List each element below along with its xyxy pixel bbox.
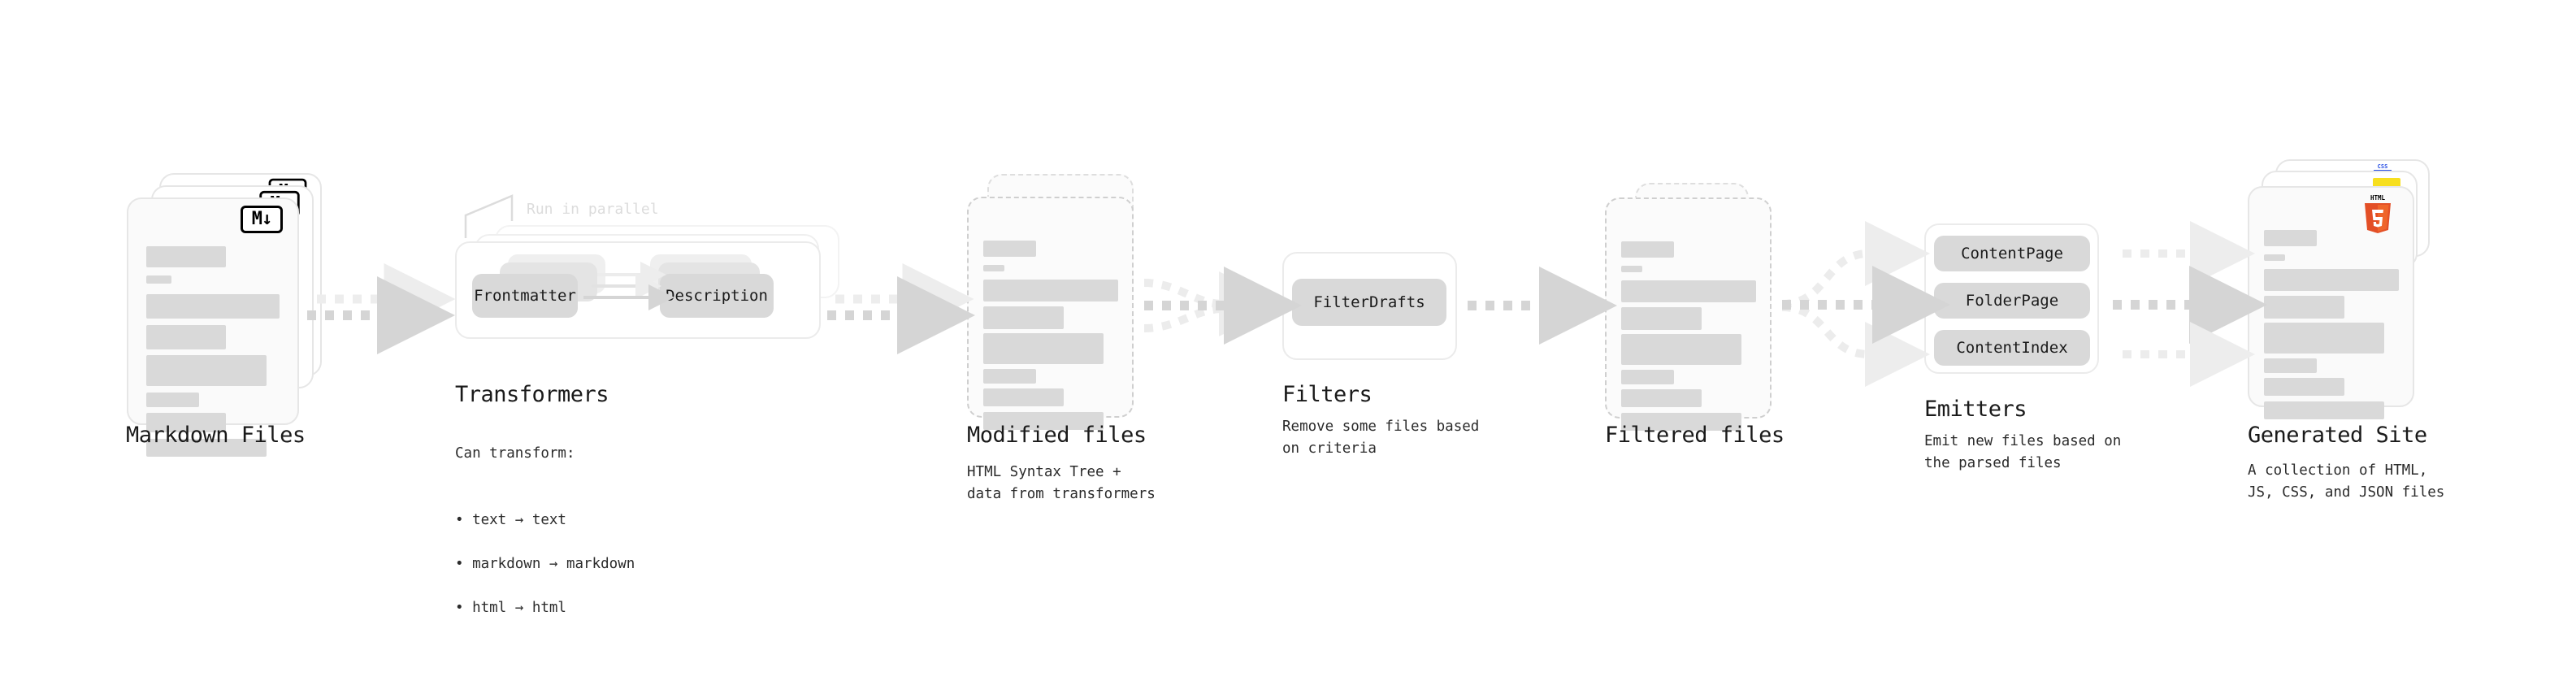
transformers-desc-item: markdown → markdown xyxy=(455,553,635,575)
placeholder-bar xyxy=(2264,358,2317,373)
transformers-desc-item: html → html xyxy=(455,597,635,619)
stage-title-generated-site: Generated Site xyxy=(2248,423,2427,448)
placeholder-bar xyxy=(2264,323,2384,354)
placeholder-bar xyxy=(983,388,1064,406)
placeholder-bar xyxy=(146,325,226,349)
transformer-chip-frontmatter[interactable]: Frontmatter xyxy=(472,274,578,318)
stage-title-filtered-files: Filtered files xyxy=(1605,423,1785,448)
placeholder-bar xyxy=(1621,370,1674,384)
placeholder-bar xyxy=(983,280,1118,301)
emitter-chip-contentindex[interactable]: ContentIndex xyxy=(1934,330,2090,366)
stage-title-filters: Filters xyxy=(1282,382,1373,407)
placeholder-bar xyxy=(146,439,267,457)
arrow-emitters-to-site xyxy=(2113,221,2267,387)
arrow-transformers-to-modified xyxy=(827,263,975,354)
svg-text:HTML: HTML xyxy=(2370,194,2386,202)
placeholder-bar xyxy=(1621,413,1741,431)
stage-title-emitters: Emitters xyxy=(1924,397,2027,422)
placeholder-bar xyxy=(146,393,199,407)
placeholder-bar xyxy=(983,369,1036,384)
placeholder-bar xyxy=(2264,401,2384,419)
placeholder-bar xyxy=(983,333,1104,364)
modified-file-front[interactable] xyxy=(967,197,1134,430)
placeholder-bar xyxy=(983,265,1004,271)
stage-title-transformers: Transformers xyxy=(455,382,609,407)
placeholder-bar xyxy=(983,306,1064,329)
svg-text:CSS: CSS xyxy=(2378,163,2388,170)
placeholder-bar xyxy=(983,412,1104,430)
placeholder-bar xyxy=(146,413,226,432)
placeholder-bar xyxy=(2264,296,2344,319)
placeholder-bar xyxy=(146,275,171,284)
filtered-file-front[interactable] xyxy=(1605,197,1772,431)
emitters-desc: Emit new files based on the parsed files xyxy=(1924,433,2122,472)
html5-badge: HTML xyxy=(2359,193,2396,236)
arrow-filtered-to-emitters xyxy=(1781,221,1950,387)
placeholder-bar xyxy=(2264,378,2344,396)
placeholder-bar xyxy=(146,246,226,267)
transformers-desc-heading: Can transform: xyxy=(455,445,575,462)
stage-title-markdown-files: Markdown Files xyxy=(126,423,306,448)
generated-site-desc: A collection of HTML, JS, CSS, and JSON … xyxy=(2248,462,2445,501)
stage-title-modified-files: Modified files xyxy=(967,423,1147,448)
emitter-chip-folderpage[interactable]: FolderPage xyxy=(1934,283,2090,319)
placeholder-bar xyxy=(2264,254,2285,261)
filters-desc: Remove some files based on criteria xyxy=(1282,419,1480,458)
modified-files-desc: HTML Syntax Tree + data from transformer… xyxy=(967,464,1156,503)
placeholder-bar xyxy=(146,294,280,319)
html5-icon: HTML xyxy=(2365,194,2391,233)
transformers-desc: Can transform: text → text markdown → ma… xyxy=(455,421,635,663)
placeholder-bar xyxy=(1621,280,1756,302)
placeholder-bar xyxy=(1621,241,1674,258)
run-in-parallel-annotation: Run in parallel xyxy=(527,201,659,218)
placeholder-bar xyxy=(1621,266,1642,272)
transformers-desc-list: text → text markdown → markdown html → h… xyxy=(455,487,635,641)
transformers-desc-item: text → text xyxy=(455,510,635,531)
placeholder-bar xyxy=(1621,307,1702,330)
placeholder-bar xyxy=(2264,269,2399,291)
filter-chip-filterdrafts[interactable]: FilterDrafts xyxy=(1292,279,1446,326)
emitter-chip-contentpage[interactable]: ContentPage xyxy=(1934,236,2090,271)
placeholder-bar xyxy=(146,355,267,386)
placeholder-bar xyxy=(1621,389,1702,407)
transformer-chip-description[interactable]: Description xyxy=(660,274,774,318)
generated-file-front[interactable] xyxy=(2248,186,2414,419)
placeholder-bar xyxy=(983,241,1036,257)
placeholder-bar xyxy=(1621,334,1741,365)
markdown-file-front[interactable] xyxy=(127,197,299,457)
placeholder-bar xyxy=(2264,230,2317,246)
markdown-badge: M↓ xyxy=(241,206,283,233)
arrow-modified-to-filters xyxy=(1143,267,1302,345)
